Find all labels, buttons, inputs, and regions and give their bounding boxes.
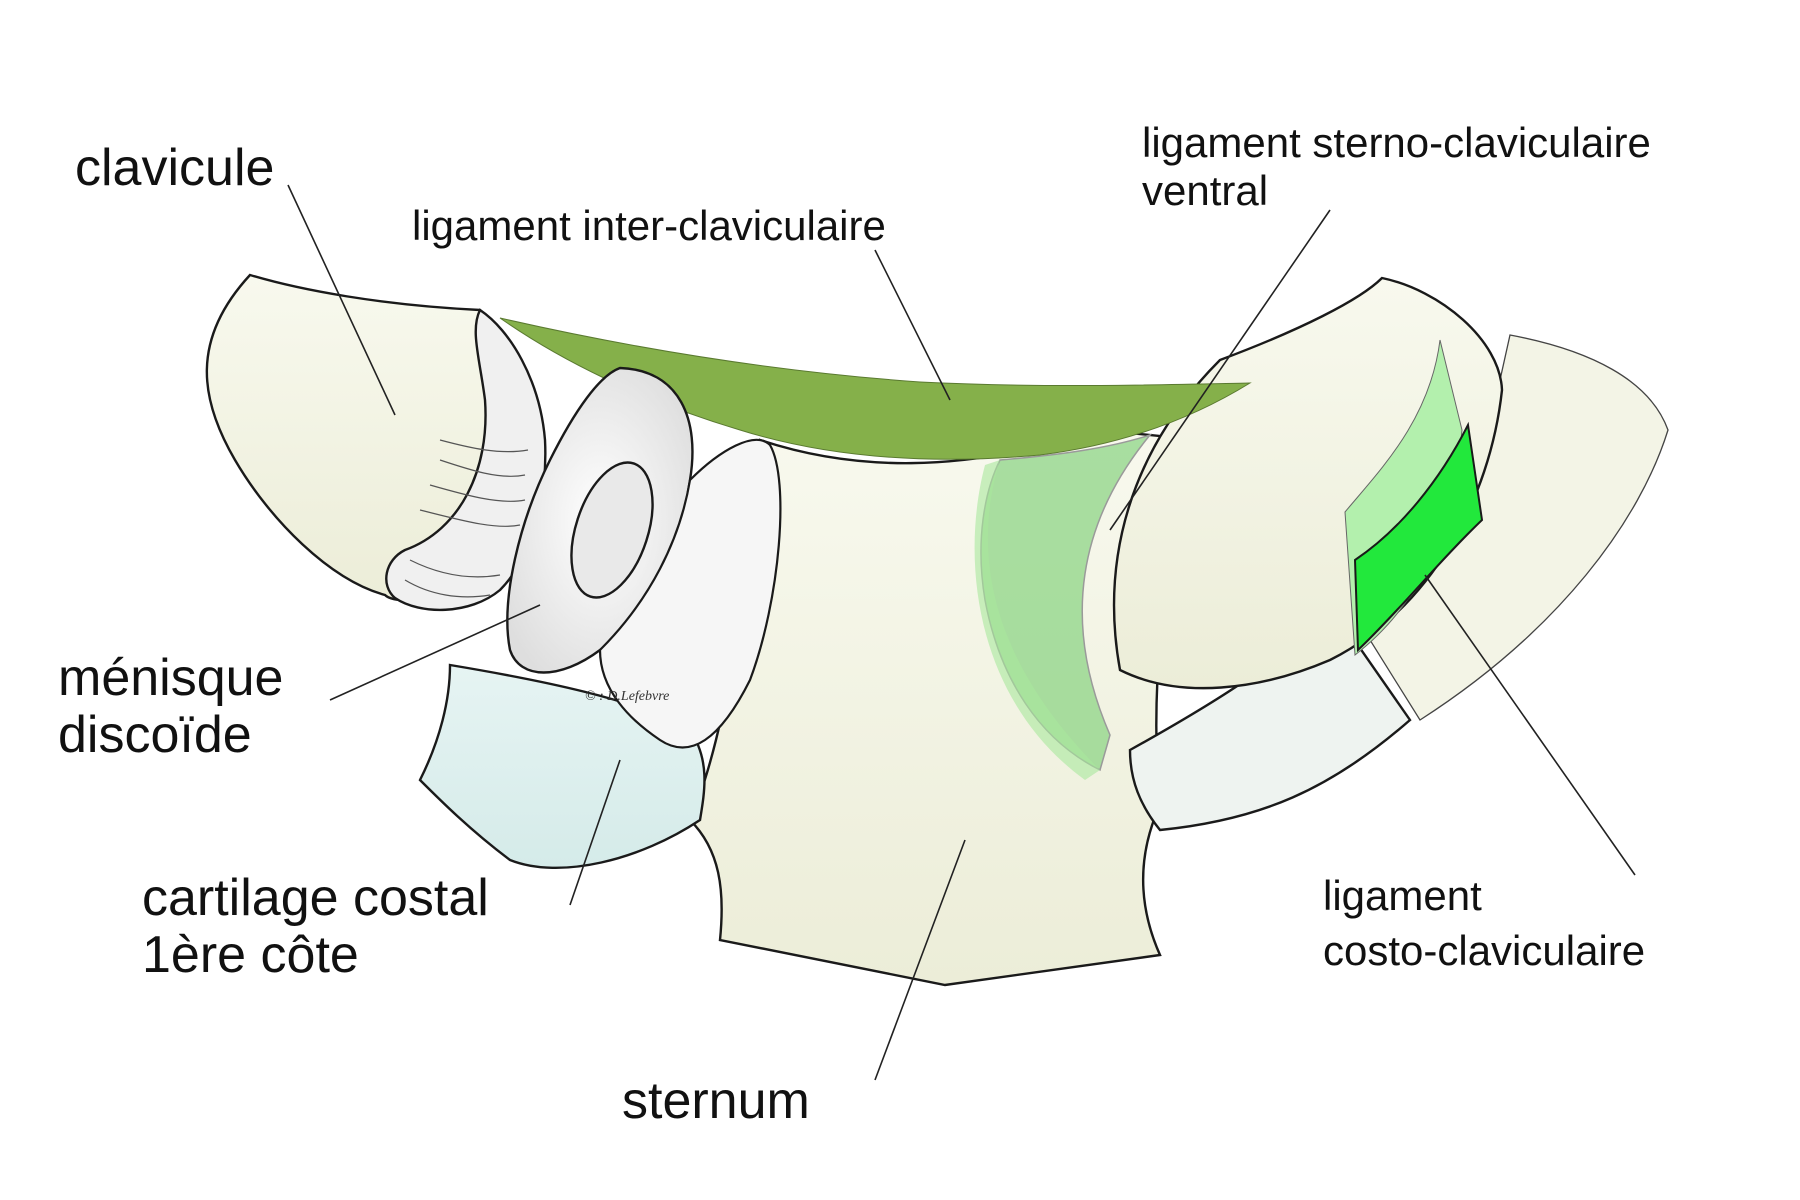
label-ligament-sterno-line1: ligament sterno-claviculaire bbox=[1142, 119, 1651, 166]
label-ligament-costo-line1: ligament bbox=[1323, 872, 1482, 919]
label-sternum: sternum bbox=[622, 1072, 810, 1130]
label-ligament-costo-line2: costo-claviculaire bbox=[1323, 927, 1645, 974]
label-menisque-line2: discoïde bbox=[58, 706, 252, 764]
leader-clavicule bbox=[287, 184, 396, 416]
ligament-sterno-claviculaire-outer-band bbox=[974, 460, 1100, 780]
label-cartilage-line1: cartilage costal bbox=[142, 869, 489, 927]
signature-text: © : D.Lefebvre bbox=[585, 689, 669, 704]
leader-ligament-sterno bbox=[1109, 209, 1331, 531]
menisque-rim bbox=[598, 438, 782, 749]
label-clavicule: clavicule bbox=[75, 139, 274, 197]
left-clavicle-striations bbox=[404, 439, 529, 598]
leader-ligament-inter bbox=[874, 249, 951, 401]
menisque-inner-disc bbox=[570, 461, 654, 599]
label-cartilage-line2: 1ère côte bbox=[142, 926, 359, 984]
label-ligament-inter-claviculaire: ligament inter-claviculaire bbox=[412, 202, 886, 249]
ligament-inter-claviculaire-shape bbox=[499, 317, 1252, 460]
label-menisque-line1: ménisque bbox=[58, 649, 283, 707]
left-clavicle-articular-face bbox=[385, 308, 547, 612]
ligament-costo-claviculaire-shape bbox=[1353, 421, 1484, 653]
leader-sternum bbox=[874, 839, 966, 1081]
leader-cartilage bbox=[569, 759, 621, 906]
label-ligament-sterno-line2: ventral bbox=[1142, 167, 1268, 214]
leader-ligament-costo bbox=[1424, 574, 1636, 876]
leader-menisque bbox=[329, 604, 541, 701]
